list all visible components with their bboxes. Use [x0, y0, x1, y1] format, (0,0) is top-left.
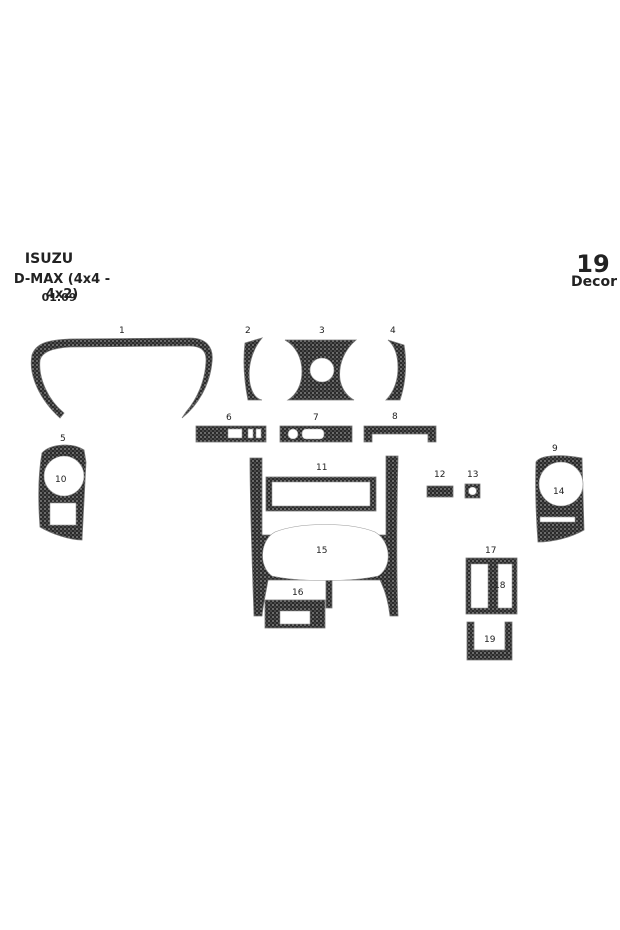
part-5-10-vent-hole: [43, 455, 85, 497]
part-16-lower-hole: [279, 610, 311, 625]
part-17-hole-left: [470, 563, 489, 609]
part-17-hole-right: [497, 563, 513, 609]
part-9-14-slot-hole: [539, 516, 576, 523]
part-6-switch-hole: [227, 428, 243, 439]
model-name: D-MAX (4x4 - 4x2): [13, 272, 111, 302]
part-15-lower-hole: [262, 524, 389, 581]
part-number-9: 9: [552, 444, 558, 454]
part-number-4: 4: [390, 326, 396, 336]
part-8-bracket-trim: [363, 425, 437, 443]
part-6-button-hole-b: [255, 428, 262, 439]
part-number-2: 2: [245, 326, 251, 336]
part-number-18: 18: [494, 581, 506, 591]
part-6-button-hole-a: [247, 428, 254, 439]
part-number-7: 7: [313, 413, 319, 423]
part-number-15: 15: [316, 546, 327, 556]
part-2-left-gauge-trim: [243, 337, 264, 401]
set-label: Decor: [571, 274, 617, 290]
part-number-1: 1: [119, 326, 125, 336]
part-number-8: 8: [392, 412, 398, 422]
part-5-10-switch-hole: [49, 502, 77, 526]
part-12-small-trim: [426, 485, 454, 498]
brand-name: ISUZU: [24, 251, 74, 267]
part-number-6: 6: [226, 413, 232, 423]
part-4-right-gauge-trim: [385, 339, 407, 401]
part-7-knob-hole: [287, 428, 299, 440]
part-1-cluster-surround: [30, 337, 213, 419]
part-number-17: 17: [485, 546, 496, 556]
part-7-display-hole: [301, 428, 325, 440]
part-13-hole: [468, 486, 477, 496]
part-number-12: 12: [434, 470, 445, 480]
part-number-19: 19: [484, 635, 496, 645]
part-9-14-vent-hole: [538, 461, 584, 507]
part-number-3: 3: [319, 326, 325, 336]
part-number-5: 5: [60, 434, 66, 444]
model-date: 01.09: [41, 291, 77, 304]
part-number-13: 13: [467, 470, 478, 480]
part-number-10: 10: [55, 475, 67, 485]
part-number-16: 16: [292, 588, 304, 598]
part-19-frame: [466, 621, 513, 661]
part-number-11: 11: [316, 463, 327, 473]
part-number-14: 14: [553, 487, 565, 497]
part-11-top-hole: [271, 481, 371, 507]
part-3-gauge-hole: [309, 357, 335, 383]
set-number: 19: [576, 250, 610, 278]
